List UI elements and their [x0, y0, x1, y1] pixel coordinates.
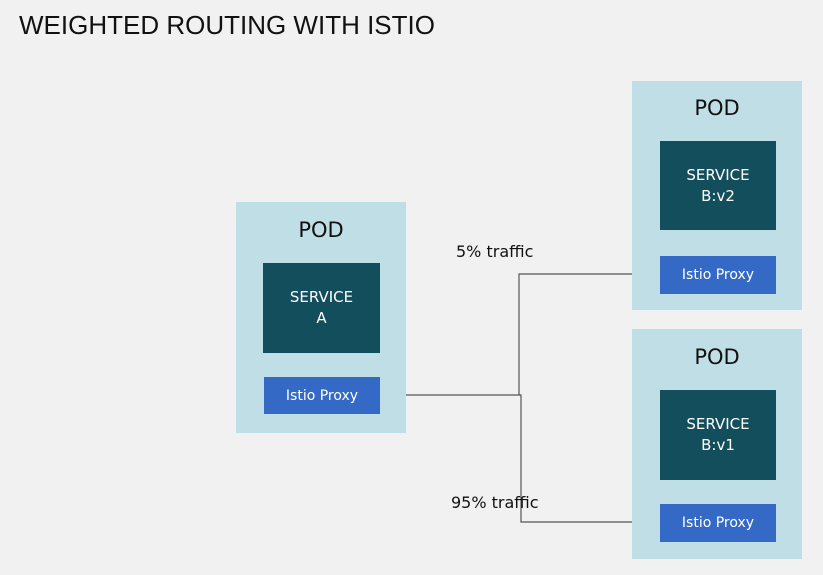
service-b-v1-name: SERVICE: [686, 415, 750, 433]
service-b-v2-name: SERVICE: [686, 165, 750, 184]
route-label-95-percent: 95% traffic: [451, 493, 539, 512]
service-b-v1-version: B:v1: [701, 436, 735, 454]
service-b-v2-version: B:v2: [701, 186, 735, 205]
diagram-title: WEIGHTED ROUTING WITH ISTIO: [19, 10, 435, 40]
service-a-version: A: [316, 309, 327, 327]
pod-service-b-v1: POD SERVICE B:v1 Istio Proxy: [632, 329, 802, 559]
pod-label: POD: [694, 96, 740, 120]
service-b-v1-box: SERVICE B:v1: [660, 390, 776, 480]
route-to-b-v2: [380, 270, 658, 396]
service-a-istio-proxy: Istio Proxy: [264, 377, 380, 414]
service-b-v2-istio-proxy: Istio Proxy: [660, 256, 776, 294]
pod-service-b-v2: POD SERVICE B:v2 Istio Proxy: [632, 81, 802, 310]
pod-service-a: POD SERVICE A Istio Proxy: [236, 202, 406, 433]
pod-label: POD: [694, 345, 740, 369]
route-label-5-percent: 5% traffic: [456, 242, 534, 261]
service-a-box: SERVICE A: [263, 263, 380, 353]
route-to-b-v1: [519, 394, 658, 526]
service-b-v2-box: SERVICE B:v2: [660, 141, 776, 230]
pod-label: POD: [298, 218, 344, 242]
service-a-name: SERVICE: [289, 288, 354, 306]
service-b-v1-istio-proxy: Istio Proxy: [660, 504, 776, 542]
